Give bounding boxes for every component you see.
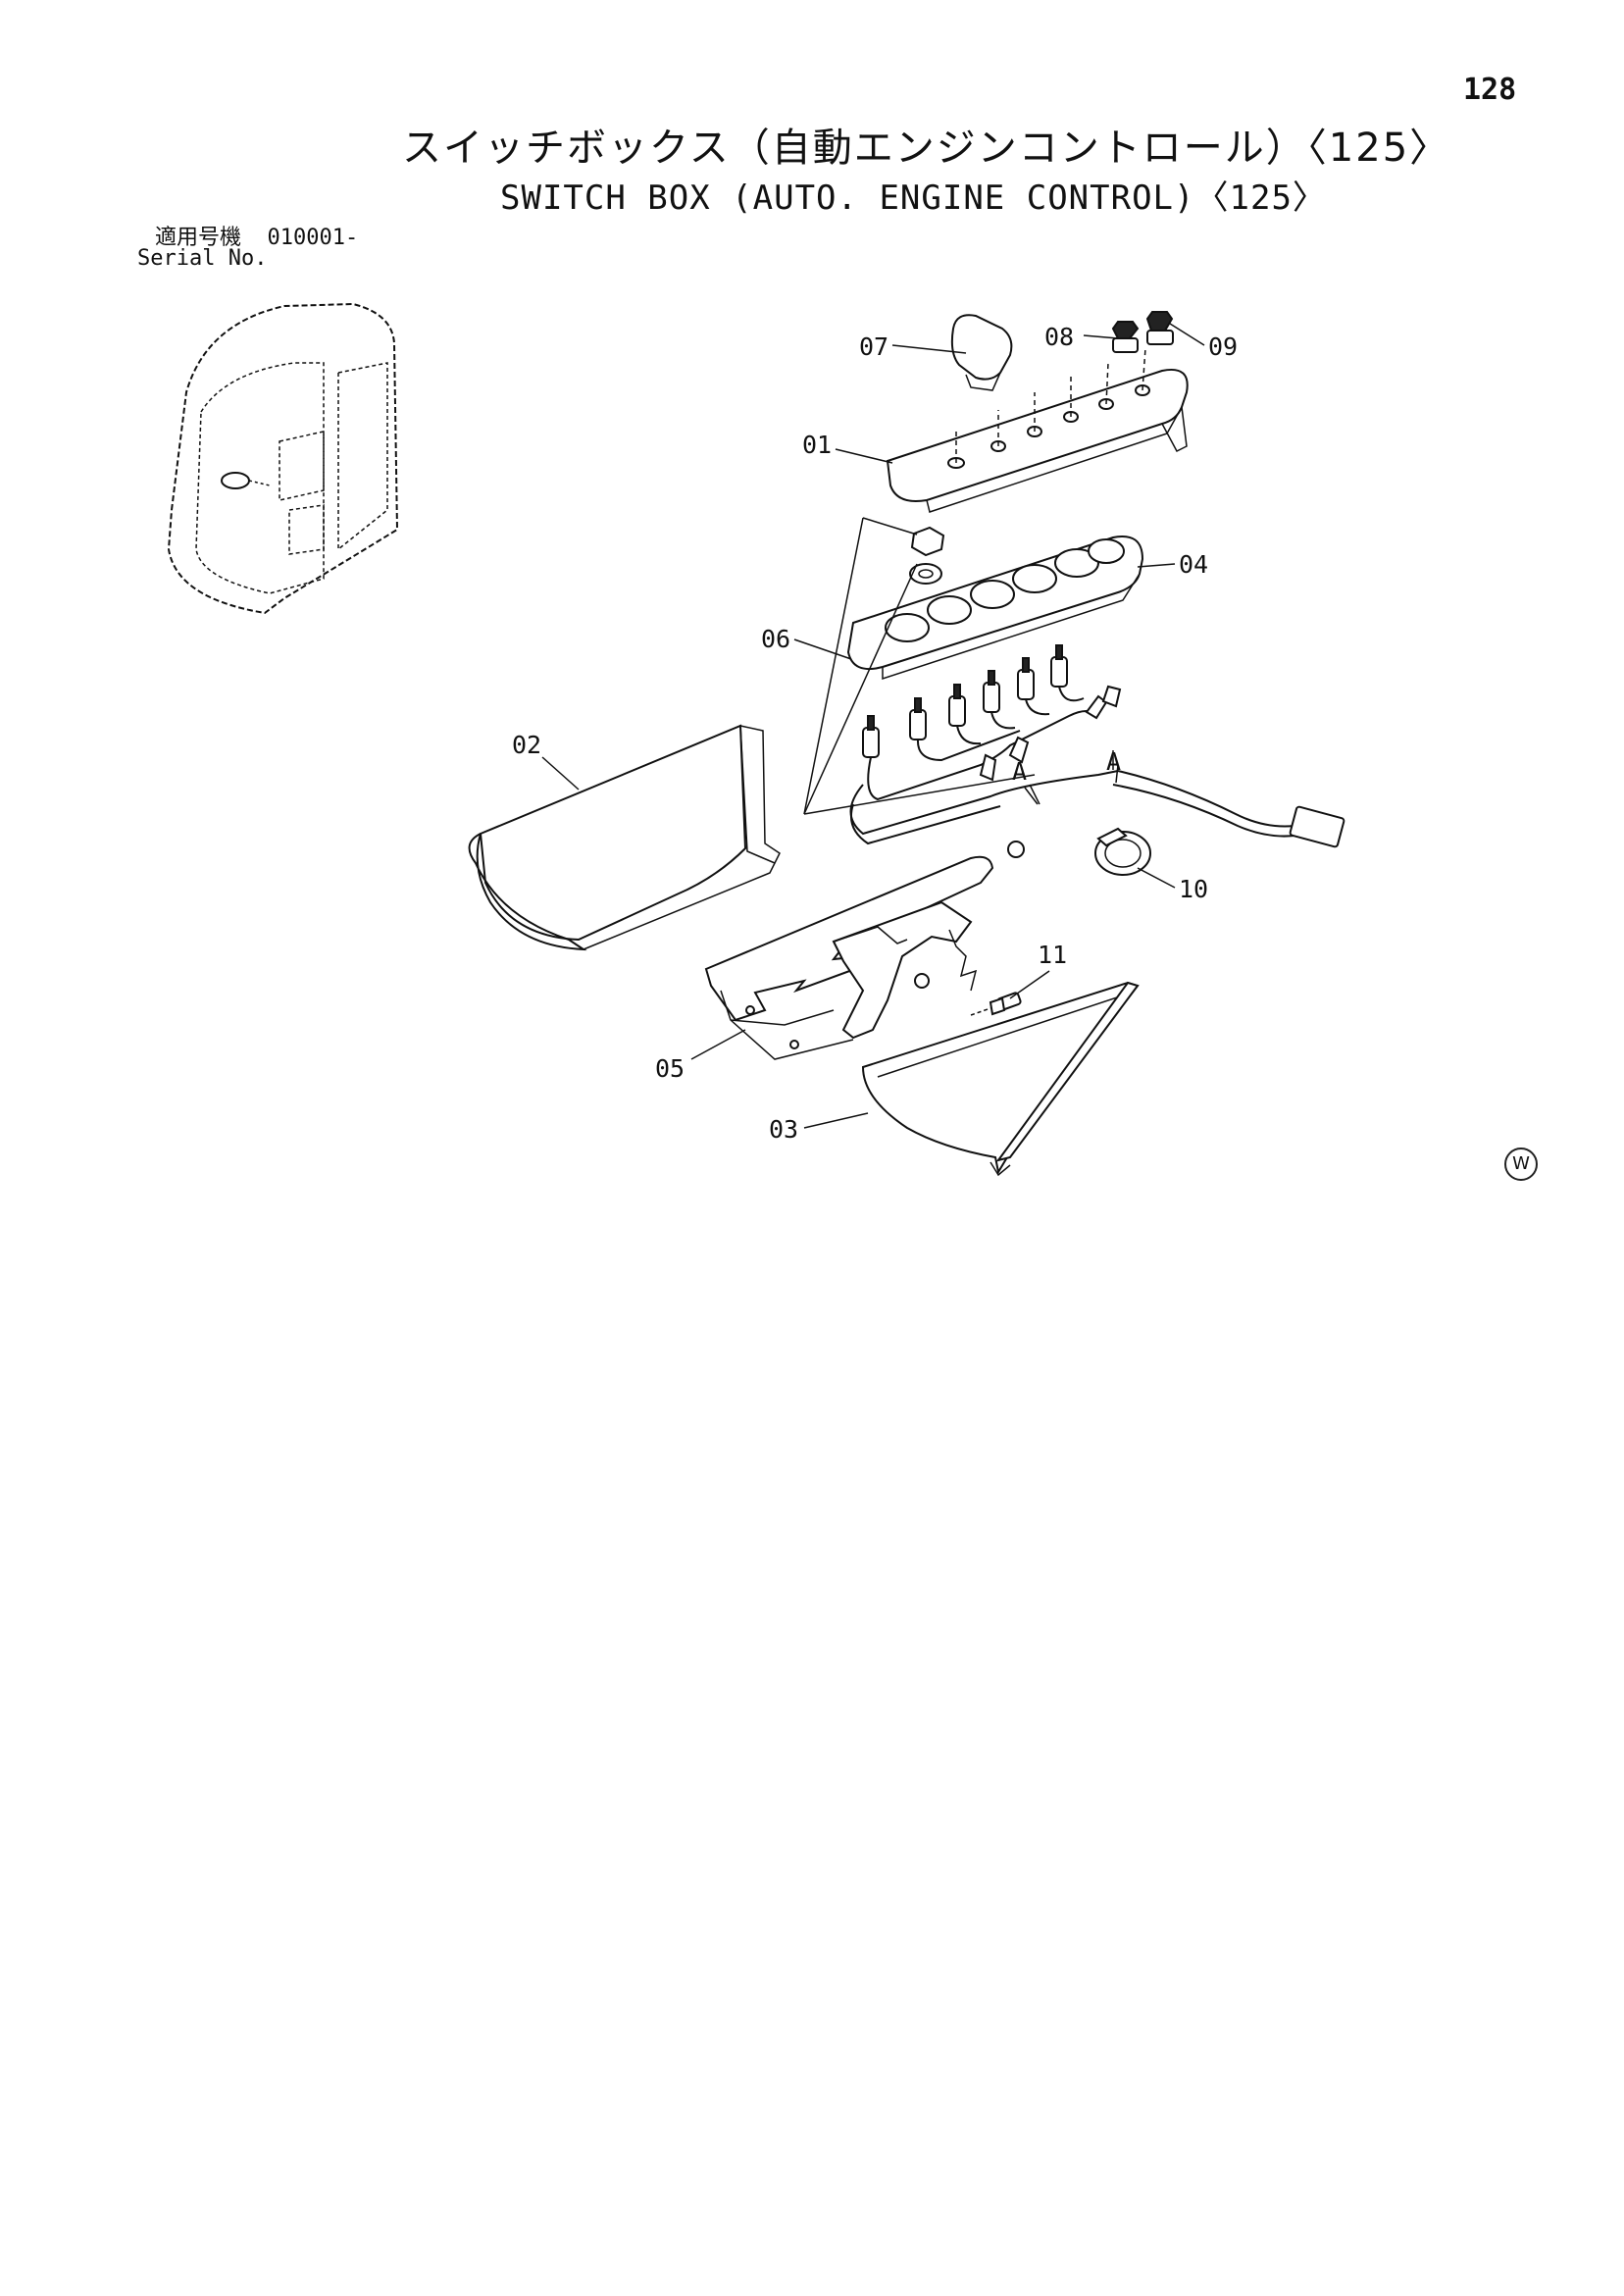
callout-06: 06 [761,625,790,653]
switch-box-location [221,472,250,489]
callout-11: 11 [1038,941,1067,969]
toggle-switches [862,644,1068,758]
switch-harness [849,644,1345,848]
callout-01: 01 [802,431,832,459]
title-japanese: スイッチボックス（自動エンジンコントロール）〈125〉 [402,126,1451,171]
serial-label-english: Serial No. [137,246,268,271]
callout-05: 05 [655,1054,685,1083]
leader-lines [541,323,1205,1129]
serial-number: 010001- [267,226,359,250]
callout-ref-a-right: A [1106,747,1121,776]
part-03-right-cover [861,981,1140,1177]
part-06-nut-washer [909,526,945,585]
callout-ref-a-left: A [1012,757,1027,786]
part-01-cover [886,347,1189,513]
part-06-bracket-lines [803,517,1036,815]
part-02-left-cover [468,724,781,951]
callout-02: 02 [512,731,541,759]
part-08-dial [1111,321,1140,353]
part-10-clamp [1094,827,1151,876]
serial-label-japanese: 適用号機 010001- [155,220,358,251]
callout-10: 10 [1179,875,1208,903]
cab-thumbnail [167,302,399,615]
callout-07: 07 [859,332,888,361]
part-07-knob [950,314,1013,391]
connector [1289,805,1345,848]
callout-08: 08 [1044,323,1074,351]
callout-04: 04 [1179,550,1208,579]
part-05-bracket [704,841,1025,1060]
part-04-panel [846,536,1144,681]
corner-w-mark: W [1504,1148,1538,1181]
part-11-bolt [970,992,1022,1016]
callout-09: 09 [1208,332,1238,361]
callout-03: 03 [769,1115,798,1144]
serial-label-jp: 適用号機 [155,226,242,250]
page-number: 128 [1463,73,1517,107]
title-english: SWITCH BOX (AUTO. ENGINE CONTROL)〈125〉 [500,179,1327,218]
part-09-dial [1145,311,1174,345]
